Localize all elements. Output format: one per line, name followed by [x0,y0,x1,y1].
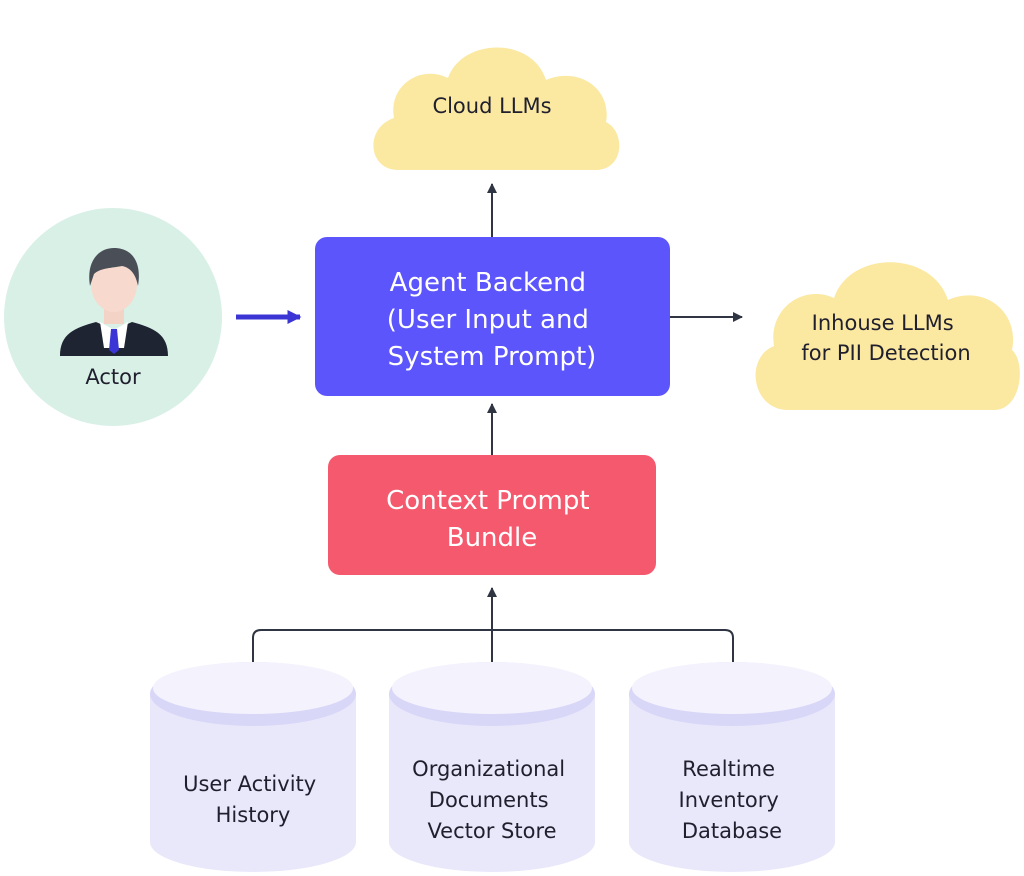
db-org-docs-line-2: Documents [429,788,549,812]
agent-backend-line-2: (User Input and [387,305,589,335]
actor-label: Actor [85,365,141,389]
inhouse-llms-line-1: Inhouse LLMs [812,311,954,335]
db-user-activity-label: User Activity History [183,772,323,827]
db-inventory-line-2: Inventory [679,788,779,812]
db-inventory-line-1: Realtime [682,757,775,781]
context-bundle-line-2: Bundle [447,523,538,553]
agent-backend-label: Agent Backend (User Input and System Pro… [387,268,597,372]
agent-backend-box [315,237,670,396]
inhouse-llms-node: Inhouse LLMs for PII Detection [755,262,1020,410]
cloud-llms-node: Cloud LLMs [373,47,620,170]
context-bundle-line-1: Context Prompt [386,486,589,516]
actor-node: Actor [4,208,222,426]
database-cylinder-icon [150,662,356,872]
cloud-shape [373,47,620,170]
db-org-docs-label: Organizational Documents Vector Store [412,757,572,843]
cloud-shape [755,262,1020,410]
db-user-activity-node: User Activity History [150,662,356,872]
agent-backend-line-3: System Prompt) [388,342,597,372]
db-inventory-label: Realtime Inventory Database [679,757,786,843]
db-inventory-node: Realtime Inventory Database [629,662,835,872]
db-org-docs-line-1: Organizational [412,757,565,781]
databases-connector [252,587,734,662]
db-user-activity-line-1: User Activity [183,772,316,796]
context-bundle-node: Context Prompt Bundle [328,455,656,575]
inhouse-llms-label: Inhouse LLMs for PII Detection [801,311,970,365]
cloud-llms-label: Cloud LLMs [432,94,551,118]
agent-backend-node: Agent Backend (User Input and System Pro… [315,237,670,396]
inhouse-llms-line-2: for PII Detection [801,341,970,365]
db-org-docs-node: Organizational Documents Vector Store [389,662,595,872]
database-cylinder-icon [389,662,595,872]
context-bundle-label: Context Prompt Bundle [386,486,598,553]
context-bundle-box [328,455,656,575]
db-user-activity-line-2: History [216,803,291,827]
db-inventory-line-3: Database [682,819,782,843]
agent-backend-line-1: Agent Backend [390,268,586,298]
business-person-icon [60,248,168,356]
database-cylinder-icon [629,662,835,872]
db-org-docs-line-3: Vector Store [427,819,556,843]
